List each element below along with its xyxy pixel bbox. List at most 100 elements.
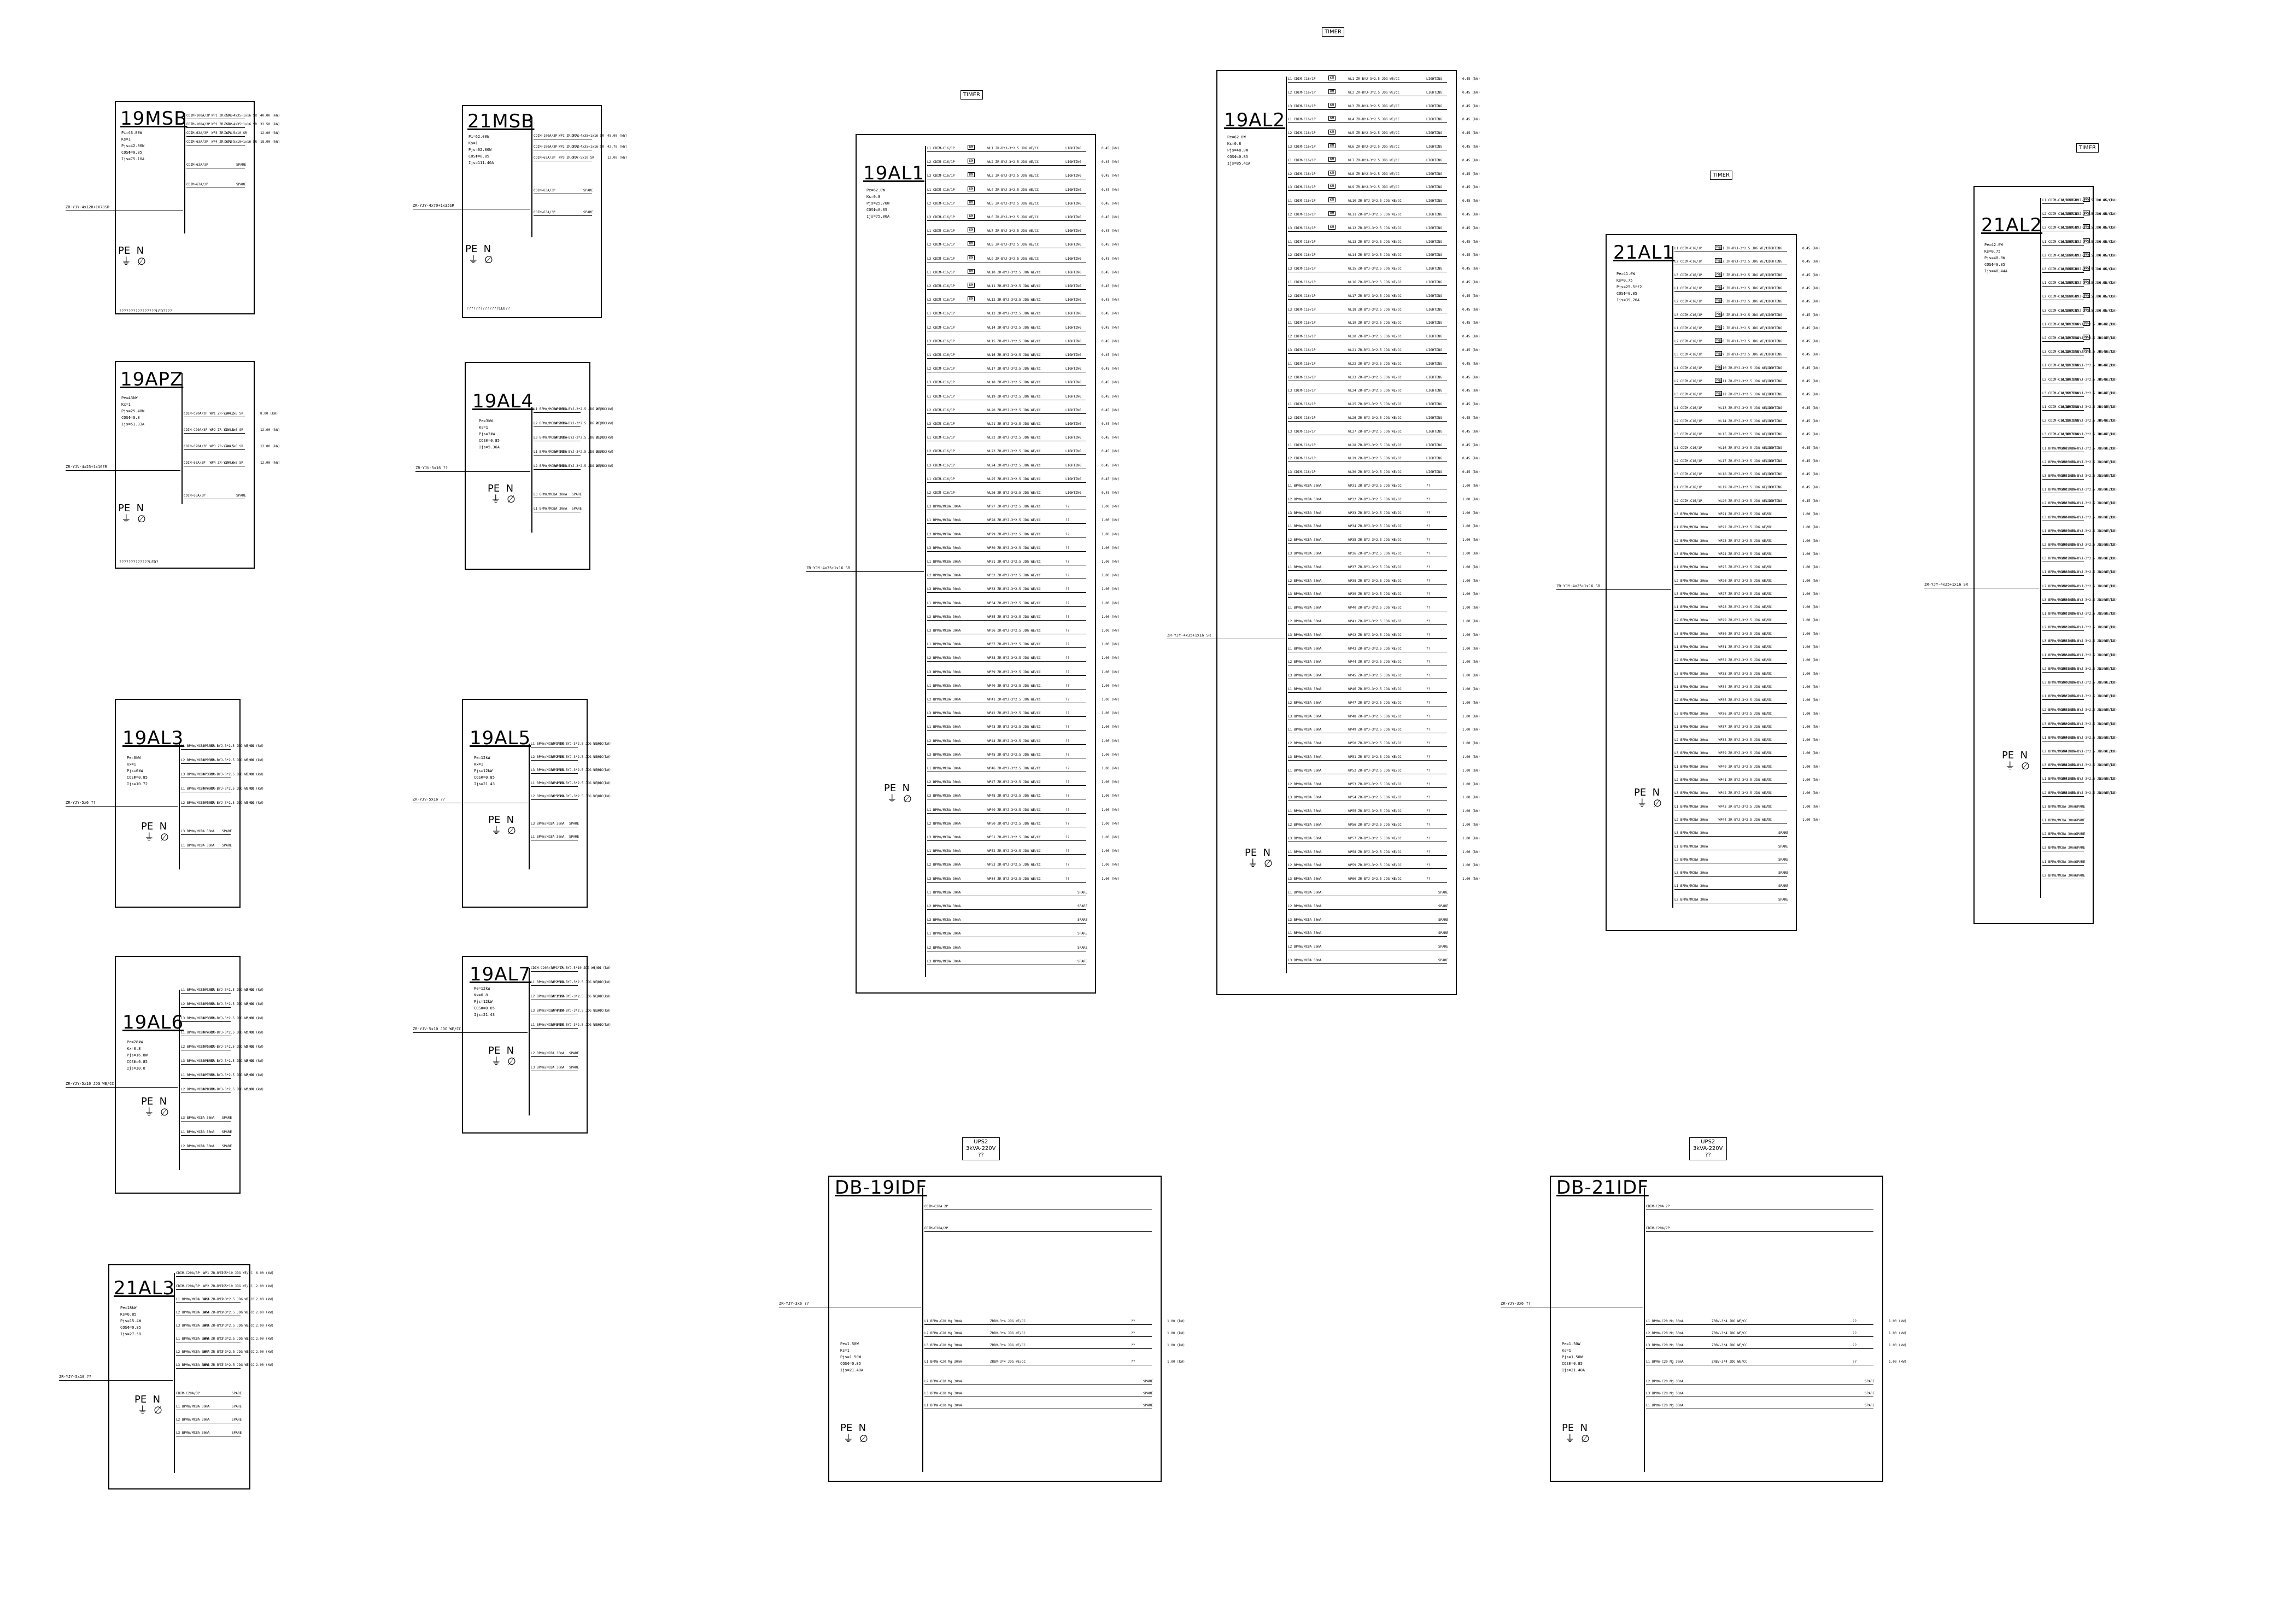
cable-route: WL20 ZR-BYJ-3*2.5 JDG WE/CC (1718, 499, 1772, 503)
busbar (179, 990, 180, 1170)
breaker-label: L2 BPMm/MCBA 30mA (531, 795, 565, 798)
cable-route: WP30 ZR-BYJ-3*2.5 JDG WE/CC (987, 546, 1041, 550)
breaker-label: L2 BPMm/MCBA 30mA (1288, 904, 1322, 908)
breaker-label: L2 CDIM-C16/1P (927, 243, 955, 247)
load-type: ?? (2063, 598, 2067, 602)
load-value: 1.00 (kW) (593, 980, 611, 984)
breaker-label: L1 CDIM-C16/1P (1288, 321, 1316, 325)
load-type: ?? (220, 1350, 224, 1354)
load-type: ?? (220, 1337, 224, 1341)
load-type: IAAL2 (224, 412, 235, 416)
breaker-label: L2 BPMm/MCBA 30mA (2042, 832, 2076, 836)
cable-route: WL13 ZR-BYJ-3*2.5 JDG WE/CC (1718, 406, 1772, 410)
circuit-line (531, 773, 578, 774)
load-type: LIGHTING (1426, 362, 1442, 366)
breaker-label: L2 BPMm/MCBA 30mA (1674, 858, 1708, 862)
circuit-line (927, 358, 1086, 359)
breaker-label: L3 BPMm/MCBA 30mA (534, 493, 567, 496)
cable-route: WP4 ZR-YJY-5x6 SR (209, 461, 244, 465)
load-type: LIGHTING (1766, 459, 1782, 463)
incoming-feeder-label: ZR-YJY-5x6 ?? (66, 801, 96, 805)
load-type: LIGHTING (1065, 243, 1081, 247)
load-value: 1.00 (kW) (593, 742, 611, 746)
load-type: SPARE (1438, 945, 1449, 949)
load-value: 1.00 (kW) (1102, 684, 1120, 688)
load-value: 1.00 (kW) (1802, 685, 1820, 689)
breaker-label: L2 CDIM-C16/1P (2042, 212, 2070, 216)
breaker-label: L3 BPMm/MCBA 30mA (531, 1009, 565, 1013)
load-value: 1.00 (kW) (246, 773, 264, 776)
load-value: 1.00 (kW) (2099, 708, 2117, 712)
breaker-label: L1 BPMm/MCBA 30mA (2042, 777, 2076, 781)
pe-n-terminal: PE N ⏚ ∅ (488, 1045, 516, 1067)
circuit-line (534, 412, 581, 413)
load-type: ?? (1426, 687, 1431, 691)
cable-route: WP26 ZR-BYJ-3*2.5 JDG WE/CC (1718, 579, 1772, 583)
breaker-label: L1 CDIM-C16/1P (1288, 443, 1316, 447)
breaker-label: L3 BPMm/MCBA 30mA (176, 1363, 210, 1367)
load-type: LIGHTING (1426, 416, 1442, 420)
panel-title: 19AL6 (122, 1012, 184, 1033)
load-value: 0.45 (kW) (1802, 300, 1820, 303)
circuit-line (927, 675, 1086, 676)
load-value: 1.00 (kW) (1102, 711, 1120, 715)
load-value: 0.45 (kW) (1102, 326, 1120, 330)
load-type: LIGHTING (1065, 271, 1081, 274)
breaker-label: L3 BPMm/MCBA 30mA (1674, 751, 1708, 755)
load-type: ?? (2063, 791, 2067, 795)
circuit-line (1674, 517, 1787, 518)
panel-specs: Pe=41.0W Ks=0.75 Pjs=25.5ff2 COSΦ=0.85 I… (1616, 272, 1642, 302)
load-value: 0.45 (kW) (1462, 348, 1480, 352)
cable-route: ZRBV-3*4 JDG WE/CC (990, 1343, 1026, 1347)
breaker-label: CDIM-C20A/2P (924, 1226, 948, 1230)
load-type: ?? (1766, 765, 1771, 769)
circuit-line (927, 523, 1086, 524)
circuit-line (1288, 190, 1447, 191)
breaker-label: L3 BPMm/MCBA 30mA (927, 836, 961, 839)
load-value: 0.45 (kW) (1462, 226, 1480, 230)
load-value: 0.45 (kW) (2099, 240, 2117, 244)
cable-route: WP1 ZR-BYJ-5*10 JDG WE/CC (552, 966, 601, 970)
breaker-label: CDIM-63A/3P (534, 189, 555, 192)
cable-route: WL21 ZR-BYJ-3*2.5 JDG WE/CC (987, 422, 1041, 426)
breaker-label: L2 BPMm/MCBA 30mA (181, 1088, 215, 1091)
load-type: ?? (1065, 642, 1070, 646)
load-type: ?? (1853, 1343, 1857, 1347)
load-value: 1.00 (kW) (1802, 512, 1820, 516)
load-type: ?? (220, 1324, 224, 1328)
load-value: 1.00 (kW) (1802, 618, 1820, 622)
cable-route: WP35 ZR-BYJ-3*2.5 JDG WE/CC (2061, 667, 2115, 671)
breaker-label: CDIM-100A/3P (534, 145, 558, 149)
breaker-label: L3 BPMm/MCBA 30mA (927, 918, 961, 922)
cable-route: WL6 ZR-BYJ-3*2.5 JDG WE/CC (1718, 313, 1770, 317)
cable-route: WL28 ZR-BYJ-3*2.5 JDG WE/CC (1348, 443, 1402, 447)
load-value: 0.45 (kW) (2099, 350, 2117, 354)
circuit-line (181, 749, 231, 750)
cable-route: WL19 ZR-BYJ-3*2.5 JDG WE/CC (1348, 321, 1402, 325)
breaker-label: L1 BPMm/MCBA 30mA (1674, 884, 1708, 888)
circuit-line (1288, 177, 1447, 178)
load-type: ?? (1853, 1331, 1857, 1335)
cable-route: WP31 ZR-BYJ-3*2.5 JDG WE/CC (1718, 645, 1772, 649)
panel-specs: Pe=12kW Kx=0.8 Pjs=12kW COSΦ=0.85 Ijs=21… (474, 986, 495, 1017)
load-type: ?? (1426, 592, 1431, 596)
load-value: 0.45 (kW) (1802, 326, 1820, 330)
breaker-label: L2 CDIM-C16/1P (927, 160, 955, 164)
